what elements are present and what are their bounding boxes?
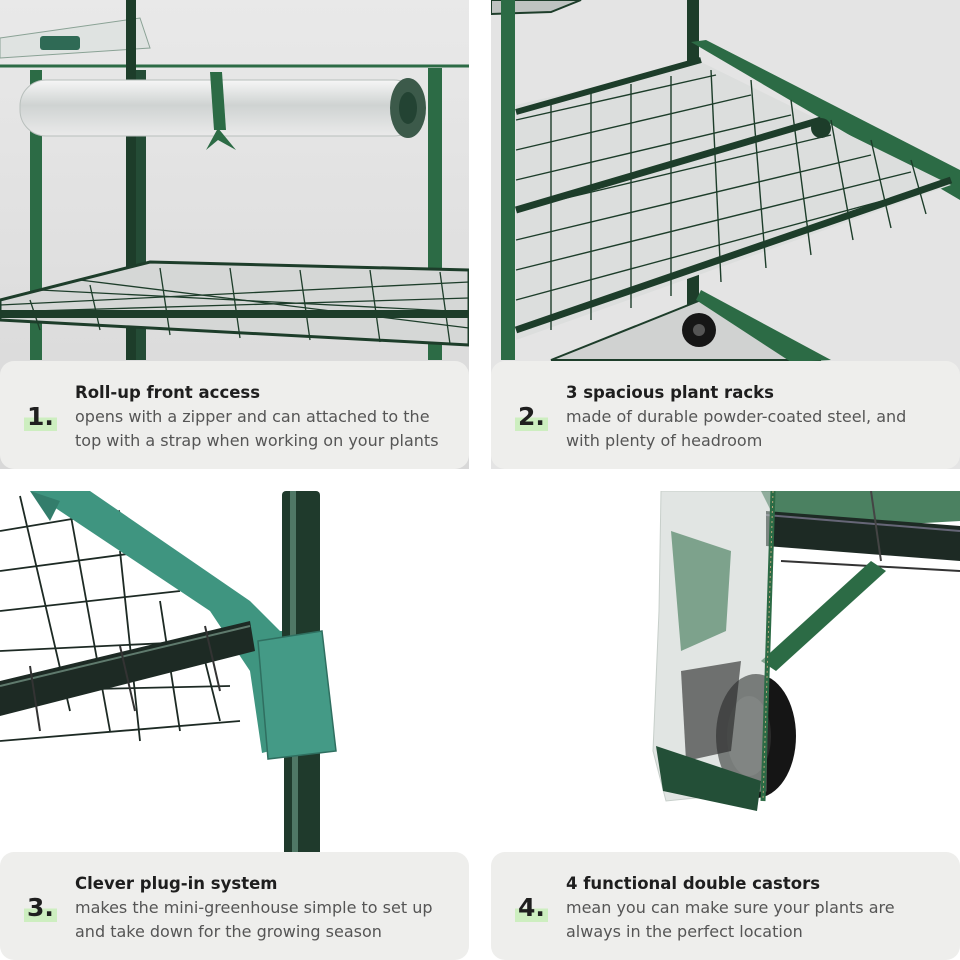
feature-description-line: with plenty of headroom [566, 431, 763, 450]
feature-caption-2: 2. 3 spacious plant racks made of durabl… [491, 361, 960, 469]
feature-number: 1. [24, 403, 57, 431]
feature-caption-3: 3. Clever plug-in system makes the mini-… [0, 852, 469, 960]
feature-panel-3: 3. Clever plug-in system makes the mini-… [0, 491, 469, 960]
feature-description-line: mean you can make sure your plants are [566, 898, 895, 917]
feature-number: 4. [515, 894, 548, 922]
feature-panel-2: 2. 3 spacious plant racks made of durabl… [491, 0, 960, 469]
feature-caption-1: 1. Roll-up front access opens with a zip… [0, 361, 469, 469]
feature-description: opens with a zipper and can attached to … [75, 405, 461, 453]
feature-description-line: makes the mini-greenhouse simple to set … [75, 898, 433, 917]
feature-panel-4: 4. 4 functional double castors mean you … [491, 491, 960, 960]
feature-number: 3. [24, 894, 57, 922]
feature-panel-1: 1. Roll-up front access opens with a zip… [0, 0, 469, 469]
feature-number: 2. [515, 403, 548, 431]
feature-description-line: top with a strap when working on your pl… [75, 431, 439, 450]
feature-title: 4 functional double castors [566, 874, 821, 893]
feature-description-line: opens with a zipper and can attached to … [75, 407, 430, 426]
feature-description-line: made of durable powder-coated steel, and [566, 407, 907, 426]
feature-description-line: always in the perfect location [566, 922, 803, 941]
feature-caption-4: 4. 4 functional double castors mean you … [491, 852, 960, 960]
feature-description: made of durable powder-coated steel, and… [566, 405, 952, 453]
feature-title: Roll-up front access [75, 383, 261, 402]
feature-description-line: and take down for the growing season [75, 922, 382, 941]
feature-description: mean you can make sure your plants are a… [566, 896, 952, 944]
feature-description: makes the mini-greenhouse simple to set … [75, 896, 461, 944]
feature-title: Clever plug-in system [75, 874, 278, 893]
feature-title: 3 spacious plant racks [566, 383, 774, 402]
